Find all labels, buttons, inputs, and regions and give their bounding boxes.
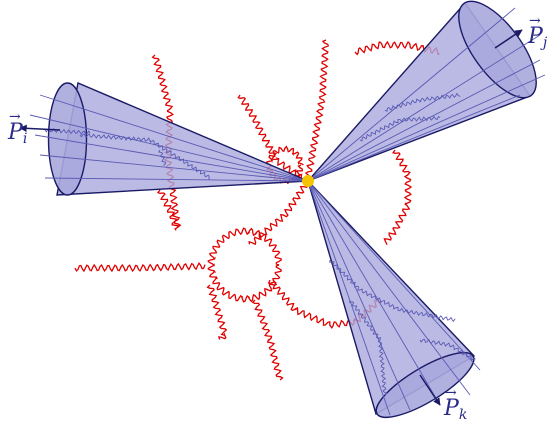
track-cone-k-0: [307, 180, 391, 416]
in-cone-radiation: [44, 92, 476, 396]
track-cone-k-2: [307, 180, 441, 406]
track-cone-k-1: [307, 180, 411, 411]
track-cone-k-4: [307, 180, 481, 371]
gluon-diag-upper: [237, 94, 308, 182]
cone-i-wave-c: [158, 149, 167, 166]
jet-cone-j: [307, 0, 537, 182]
gluon-left-short: [156, 189, 180, 228]
momentum-label-k: Pk: [444, 386, 467, 422]
arrow-p-j: [494, 29, 523, 49]
momentum-label-j: Pj: [528, 14, 547, 50]
track-cone-j-0: [307, 7, 516, 182]
arrow-p-k: [419, 374, 441, 406]
cone-k-wave-a: [329, 259, 456, 323]
track-cone-j-1: [307, 34, 541, 182]
interaction-vertex: [302, 175, 314, 187]
track-cone-j-2: [307, 59, 541, 182]
cone-j-wave-b: [384, 92, 461, 113]
track-cone-i-0: [39, 94, 309, 182]
jet-cone-i: [47, 82, 309, 196]
track-cone-k-3: [307, 180, 471, 396]
track-cone-i-4: [44, 177, 309, 182]
jet-cone-k: [307, 180, 476, 419]
track-cone-i-1: [29, 114, 309, 182]
cone-k-wave-b: [348, 299, 388, 396]
cone-j-wave-a: [359, 115, 441, 142]
gluon-left-horizontal: [74, 262, 206, 273]
track-cone-j-4: [307, 94, 521, 182]
momentum-arrows: [19, 29, 523, 406]
gluon-lower-left: [206, 284, 228, 340]
gluon-loop-large: [207, 227, 283, 303]
gluon-lower-mid: [251, 299, 284, 381]
track-cone-j-3: [307, 74, 546, 182]
track-cone-i-3: [39, 154, 309, 182]
gluon-right-arc: [383, 149, 413, 245]
cone-k-wave-c: [419, 338, 476, 361]
track-cone-i-2: [34, 134, 309, 182]
momentum-label-i: Pi: [8, 110, 27, 146]
cone-i-opening: [47, 82, 88, 196]
cone-i-wave-a: [79, 133, 210, 180]
jet-particle-tracks: [29, 7, 546, 416]
gluon-to-loop: [248, 179, 309, 246]
arrow-p-i: [19, 124, 61, 133]
gluon-top: [304, 39, 329, 179]
cone-i-wave-b: [44, 127, 91, 136]
